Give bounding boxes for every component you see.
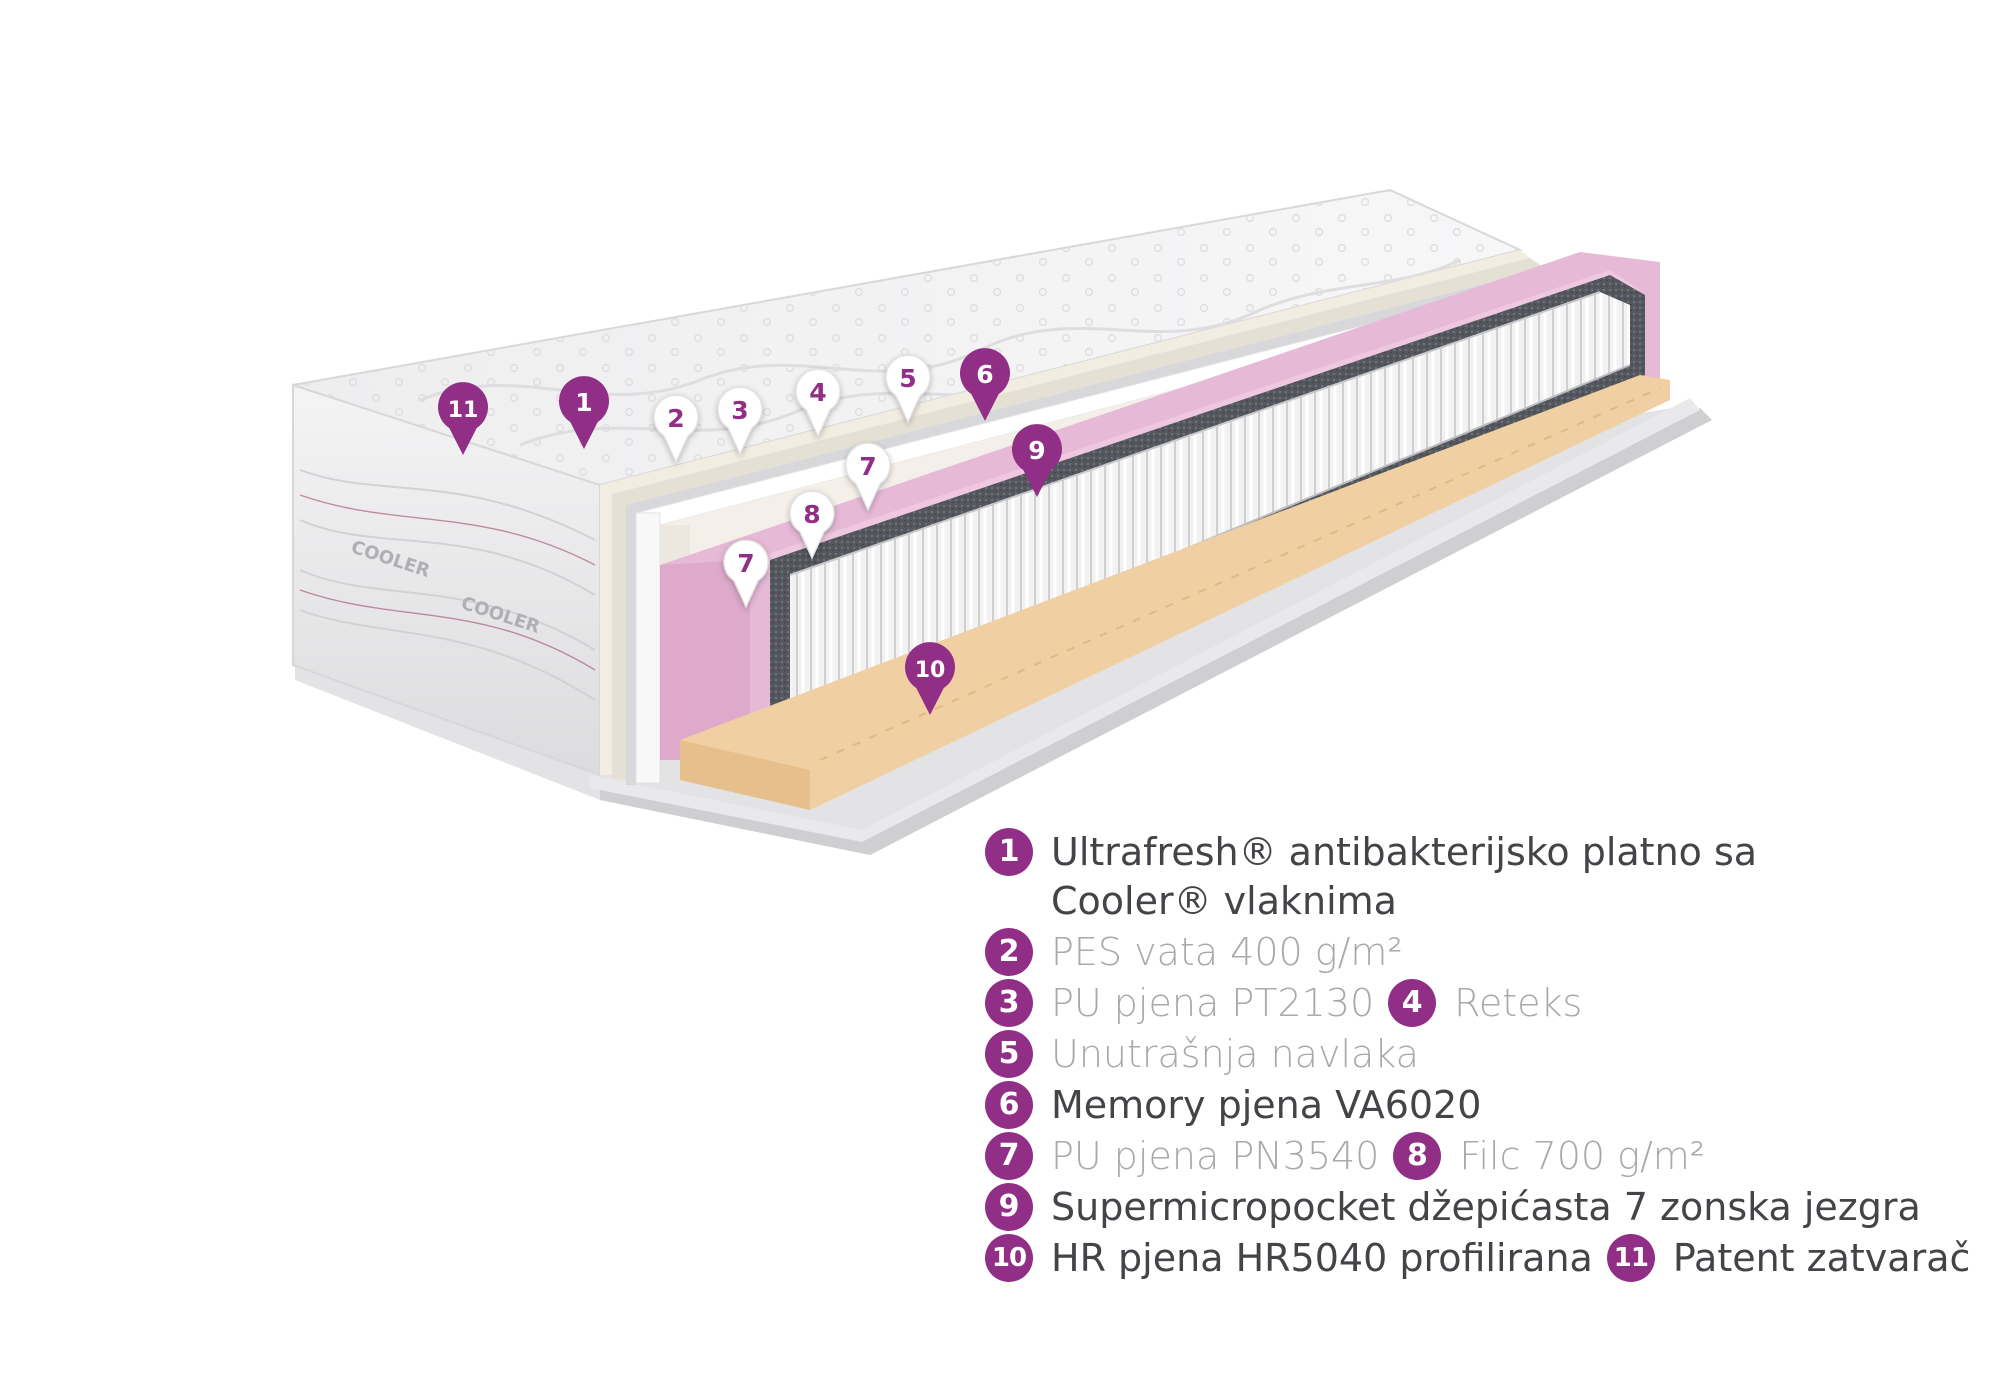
marker-pin-10: 10 [904, 642, 955, 715]
legend-badge-6: 6 [985, 1080, 1033, 1129]
marker-label-7: 7 [737, 549, 754, 578]
marker-label-11: 11 [448, 398, 479, 423]
marker-pin-4: 4 [795, 368, 841, 438]
legend-label-11: Patent zatvarač [1672, 1235, 1971, 1280]
marker-label-9: 9 [1028, 436, 1045, 465]
marker-pin-3: 3 [717, 386, 763, 456]
legend-item-2: 2 PES vata 400 g/m² [985, 926, 1985, 977]
legend-label-10: HR pjena HR5040 profilirana [1051, 1235, 1593, 1280]
legend-badge-8: 8 [1393, 1131, 1442, 1180]
marker-label-10: 10 [915, 658, 946, 683]
marker-pin-7: 7 [845, 442, 891, 512]
marker-pin-8: 8 [789, 490, 835, 560]
marker-pin-5: 5 [885, 354, 931, 424]
legend-item-3-4: 3 PU pjena PT2130 4 Reteks [985, 977, 1985, 1028]
marker-label-3: 3 [731, 396, 748, 425]
legend-badge-2: 2 [985, 927, 1033, 976]
legend-item-1-continued: Cooler® vlaknima [985, 875, 1985, 926]
marker-label-6: 6 [976, 360, 993, 389]
marker-pin-11: 11 [438, 382, 489, 455]
legend-item-6: 6 Memory pjena VA6020 [985, 1079, 1985, 1130]
legend-label-8: Filc 700 g/m² [1459, 1133, 1706, 1178]
marker-pin-9: 9 [1012, 424, 1062, 497]
legend-badge-10: 10 [985, 1233, 1033, 1282]
legend-label-7: PU pjena PN3540 [1051, 1133, 1380, 1178]
marker-pin-2: 2 [653, 394, 699, 464]
legend-badge-7: 7 [985, 1131, 1033, 1180]
legend-item-5: 5 Unutrašnja navlaka [985, 1028, 1985, 1079]
legend-label-1: Ultrafresh® antibakterijsko platno sa [1051, 829, 1758, 874]
legend-item-9: 9 Supermicropocket džepićasta 7 zonska j… [985, 1181, 1985, 1232]
marker-pin-6: 6 [960, 348, 1010, 421]
legend-badge-1: 1 [985, 827, 1033, 876]
marker-label-7: 7 [859, 452, 876, 481]
legend-badge-5: 5 [985, 1029, 1033, 1078]
legend-item-10-11: 10 HR pjena HR5040 profilirana 11 Patent… [985, 1232, 1985, 1283]
legend-item-1: 1 Ultrafresh® antibakterijsko platno sa [985, 826, 1985, 877]
legend-badge-4: 4 [1388, 978, 1437, 1027]
legend-label-2: PES vata 400 g/m² [1051, 929, 1403, 974]
legend-badge-11: 11 [1606, 1233, 1655, 1282]
marker-label-5: 5 [899, 364, 916, 393]
legend-badge-3: 3 [985, 978, 1033, 1027]
marker-pin-1: 1 [559, 376, 610, 449]
legend-label-5: Unutrašnja navlaka [1051, 1031, 1419, 1076]
legend-label-1-continued: Cooler® vlaknima [1051, 878, 1397, 923]
legend-badge-9: 9 [985, 1182, 1033, 1231]
cover-side-panel: COOLER COOLER [292, 383, 601, 777]
legend: 1 Ultrafresh® antibakterijsko platno sa … [985, 826, 1985, 1283]
legend-label-4: Reteks [1454, 980, 1583, 1025]
legend-label-9: Supermicropocket džepićasta 7 zonska jez… [1051, 1184, 1921, 1229]
marker-label-2: 2 [667, 404, 684, 433]
marker-pin-7: 7 [723, 539, 769, 609]
marker-label-4: 4 [809, 378, 826, 407]
legend-label-6: Memory pjena VA6020 [1051, 1082, 1482, 1127]
marker-label-8: 8 [803, 500, 820, 529]
legend-label-3: PU pjena PT2130 [1051, 980, 1375, 1025]
legend-item-7-8: 7 PU pjena PN3540 8 Filc 700 g/m² [985, 1130, 1985, 1181]
marker-label-1: 1 [575, 388, 592, 417]
